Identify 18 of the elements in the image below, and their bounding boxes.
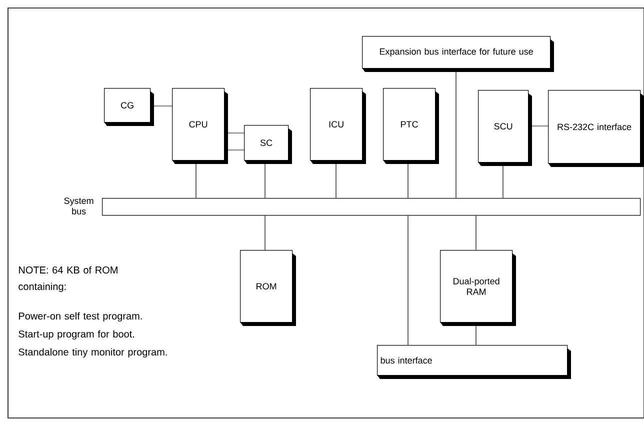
note-text: NOTE: 64 KB of ROM containing: <box>18 266 118 292</box>
block-box: ICU <box>310 88 363 161</box>
note-text: Standalone tiny monitor program. <box>18 348 167 358</box>
block-box: CG <box>104 88 151 123</box>
note-text: Start-up program for boot. <box>18 330 134 340</box>
block-box: RS-232C interface <box>548 90 641 164</box>
block-box: bus interface <box>377 345 568 376</box>
block-box: PTC <box>383 88 436 161</box>
block-box: Expansion bus interface for future use <box>362 36 551 69</box>
block-box: SC <box>244 125 289 161</box>
block-box: CPU <box>172 88 225 161</box>
block-box: SCU <box>478 90 529 163</box>
connector-line <box>264 215 266 250</box>
block-box: Dual-ported RAM <box>440 250 513 323</box>
note-text: Power-on self test program. <box>19 312 142 322</box>
node-label: System bus <box>64 198 94 214</box>
block-box: ROM <box>240 250 293 323</box>
system-bus-bar: System bus <box>64 198 641 216</box>
